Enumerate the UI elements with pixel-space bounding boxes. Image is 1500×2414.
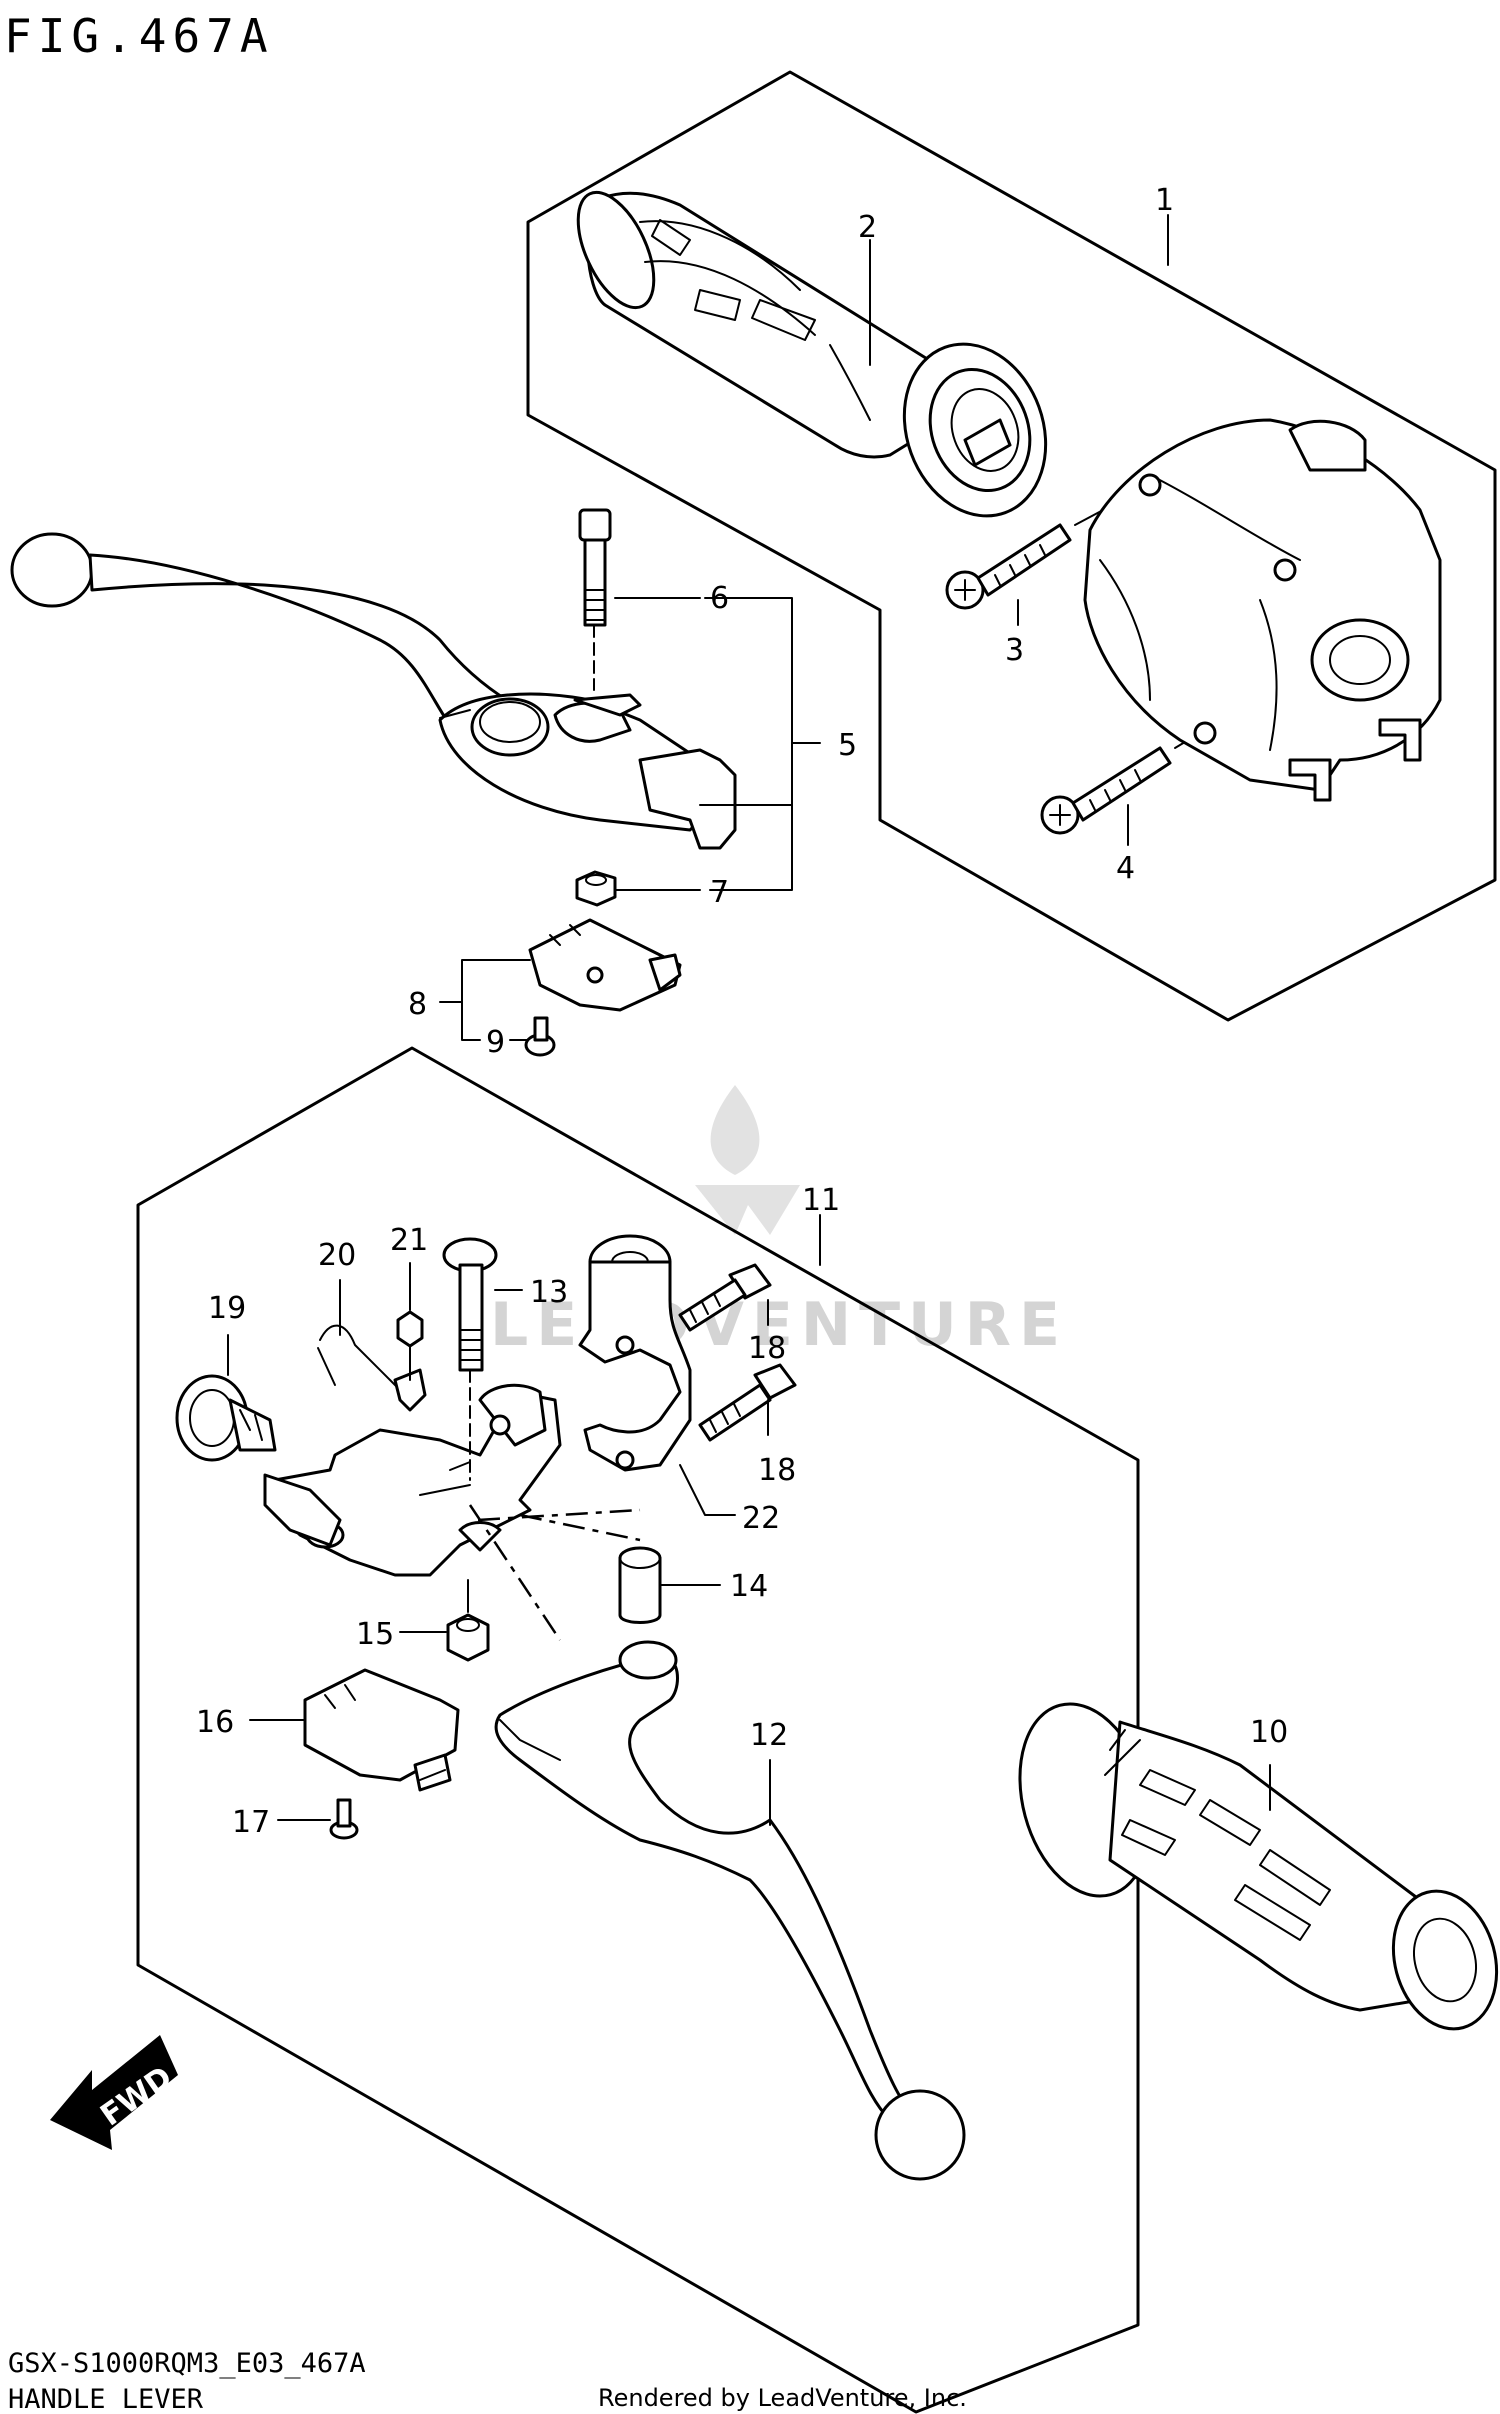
callout-1[interactable]: 1 — [1155, 183, 1174, 218]
callout-22[interactable]: 22 — [742, 1501, 780, 1536]
clamp-holder-part-22[interactable] — [578, 1234, 692, 1472]
callout-11[interactable]: 11 — [802, 1183, 840, 1218]
callout-20[interactable]: 20 — [318, 1238, 356, 1273]
callout-14[interactable]: 14 — [730, 1569, 768, 1604]
callout-8[interactable]: 8 — [408, 987, 427, 1022]
grip-part-10[interactable] — [1000, 1689, 1500, 2040]
clip-part-20[interactable] — [317, 1324, 427, 1412]
leadventure-watermark: LEADVENTURE — [490, 1085, 1060, 1360]
callout-19[interactable]: 19 — [208, 1291, 246, 1326]
callout-13[interactable]: 13 — [530, 1275, 568, 1310]
callout-9[interactable]: 9 — [486, 1025, 505, 1060]
callout-18-upper[interactable]: 18 — [748, 1331, 786, 1366]
screw-part-17[interactable] — [329, 1798, 359, 1840]
screw-part-4[interactable] — [1040, 732, 1201, 835]
callout-6[interactable]: 6 — [710, 581, 729, 616]
bolt-part-18-lower[interactable] — [698, 1363, 797, 1442]
callout-12[interactable]: 12 — [750, 1718, 788, 1753]
pivot-bolt-part-13[interactable] — [442, 1237, 498, 1481]
screw-part-21[interactable] — [396, 1310, 424, 1381]
bolt-part-18-upper[interactable] — [678, 1263, 772, 1332]
callout-15[interactable]: 15 — [356, 1617, 394, 1652]
group-box-11 — [136, 1046, 1140, 2414]
nut-part-7[interactable] — [575, 870, 617, 907]
upper-leader-lines — [439, 214, 1169, 1041]
callout-16[interactable]: 16 — [196, 1705, 234, 1740]
group-box-1 — [526, 70, 1497, 1022]
callout-10[interactable]: 10 — [1250, 1715, 1288, 1750]
callout-18-lower[interactable]: 18 — [758, 1453, 796, 1488]
lower-leader-lines — [227, 1214, 1271, 1826]
collar-part-14[interactable] — [618, 1546, 662, 1624]
clutch-bracket-assembly[interactable] — [263, 1383, 562, 1577]
callout-17[interactable]: 17 — [232, 1805, 270, 1840]
nut-part-15[interactable] — [446, 1579, 490, 1662]
throttle-grip-part-2[interactable] — [563, 181, 1069, 536]
switch-housing[interactable] — [1083, 418, 1442, 802]
screw-part-9[interactable] — [524, 1016, 556, 1057]
forward-arrow-icon: FWD — [50, 2035, 179, 2150]
model-code: GSX-S1000RQM3_E03_467A — [8, 2348, 366, 2379]
assembly-centerlines — [468, 1504, 641, 1641]
render-credit: Rendered by LeadVenture, Inc. — [598, 2384, 967, 2412]
brake-switch-part-8[interactable] — [528, 918, 682, 1012]
brake-lever-part-5[interactable] — [10, 532, 737, 850]
figure-title: FIG.467A — [4, 9, 274, 63]
section-name: HANDLE LEVER — [8, 2384, 204, 2414]
bolt-part-6[interactable] — [578, 508, 612, 691]
clutch-switch-part-16[interactable] — [303, 1668, 460, 1792]
callout-3[interactable]: 3 — [1005, 633, 1024, 668]
adjuster-knob-part-19[interactable] — [175, 1374, 277, 1462]
callout-5[interactable]: 5 — [838, 728, 857, 763]
clutch-lever-part-12[interactable] — [494, 1640, 966, 2181]
callout-4[interactable]: 4 — [1116, 851, 1135, 886]
callout-7[interactable]: 7 — [710, 875, 729, 910]
callout-labels: 1 2 3 4 5 6 7 8 9 10 11 12 13 14 15 16 1… — [196, 183, 1288, 1840]
callout-2[interactable]: 2 — [858, 210, 877, 245]
callout-21[interactable]: 21 — [390, 1223, 428, 1258]
